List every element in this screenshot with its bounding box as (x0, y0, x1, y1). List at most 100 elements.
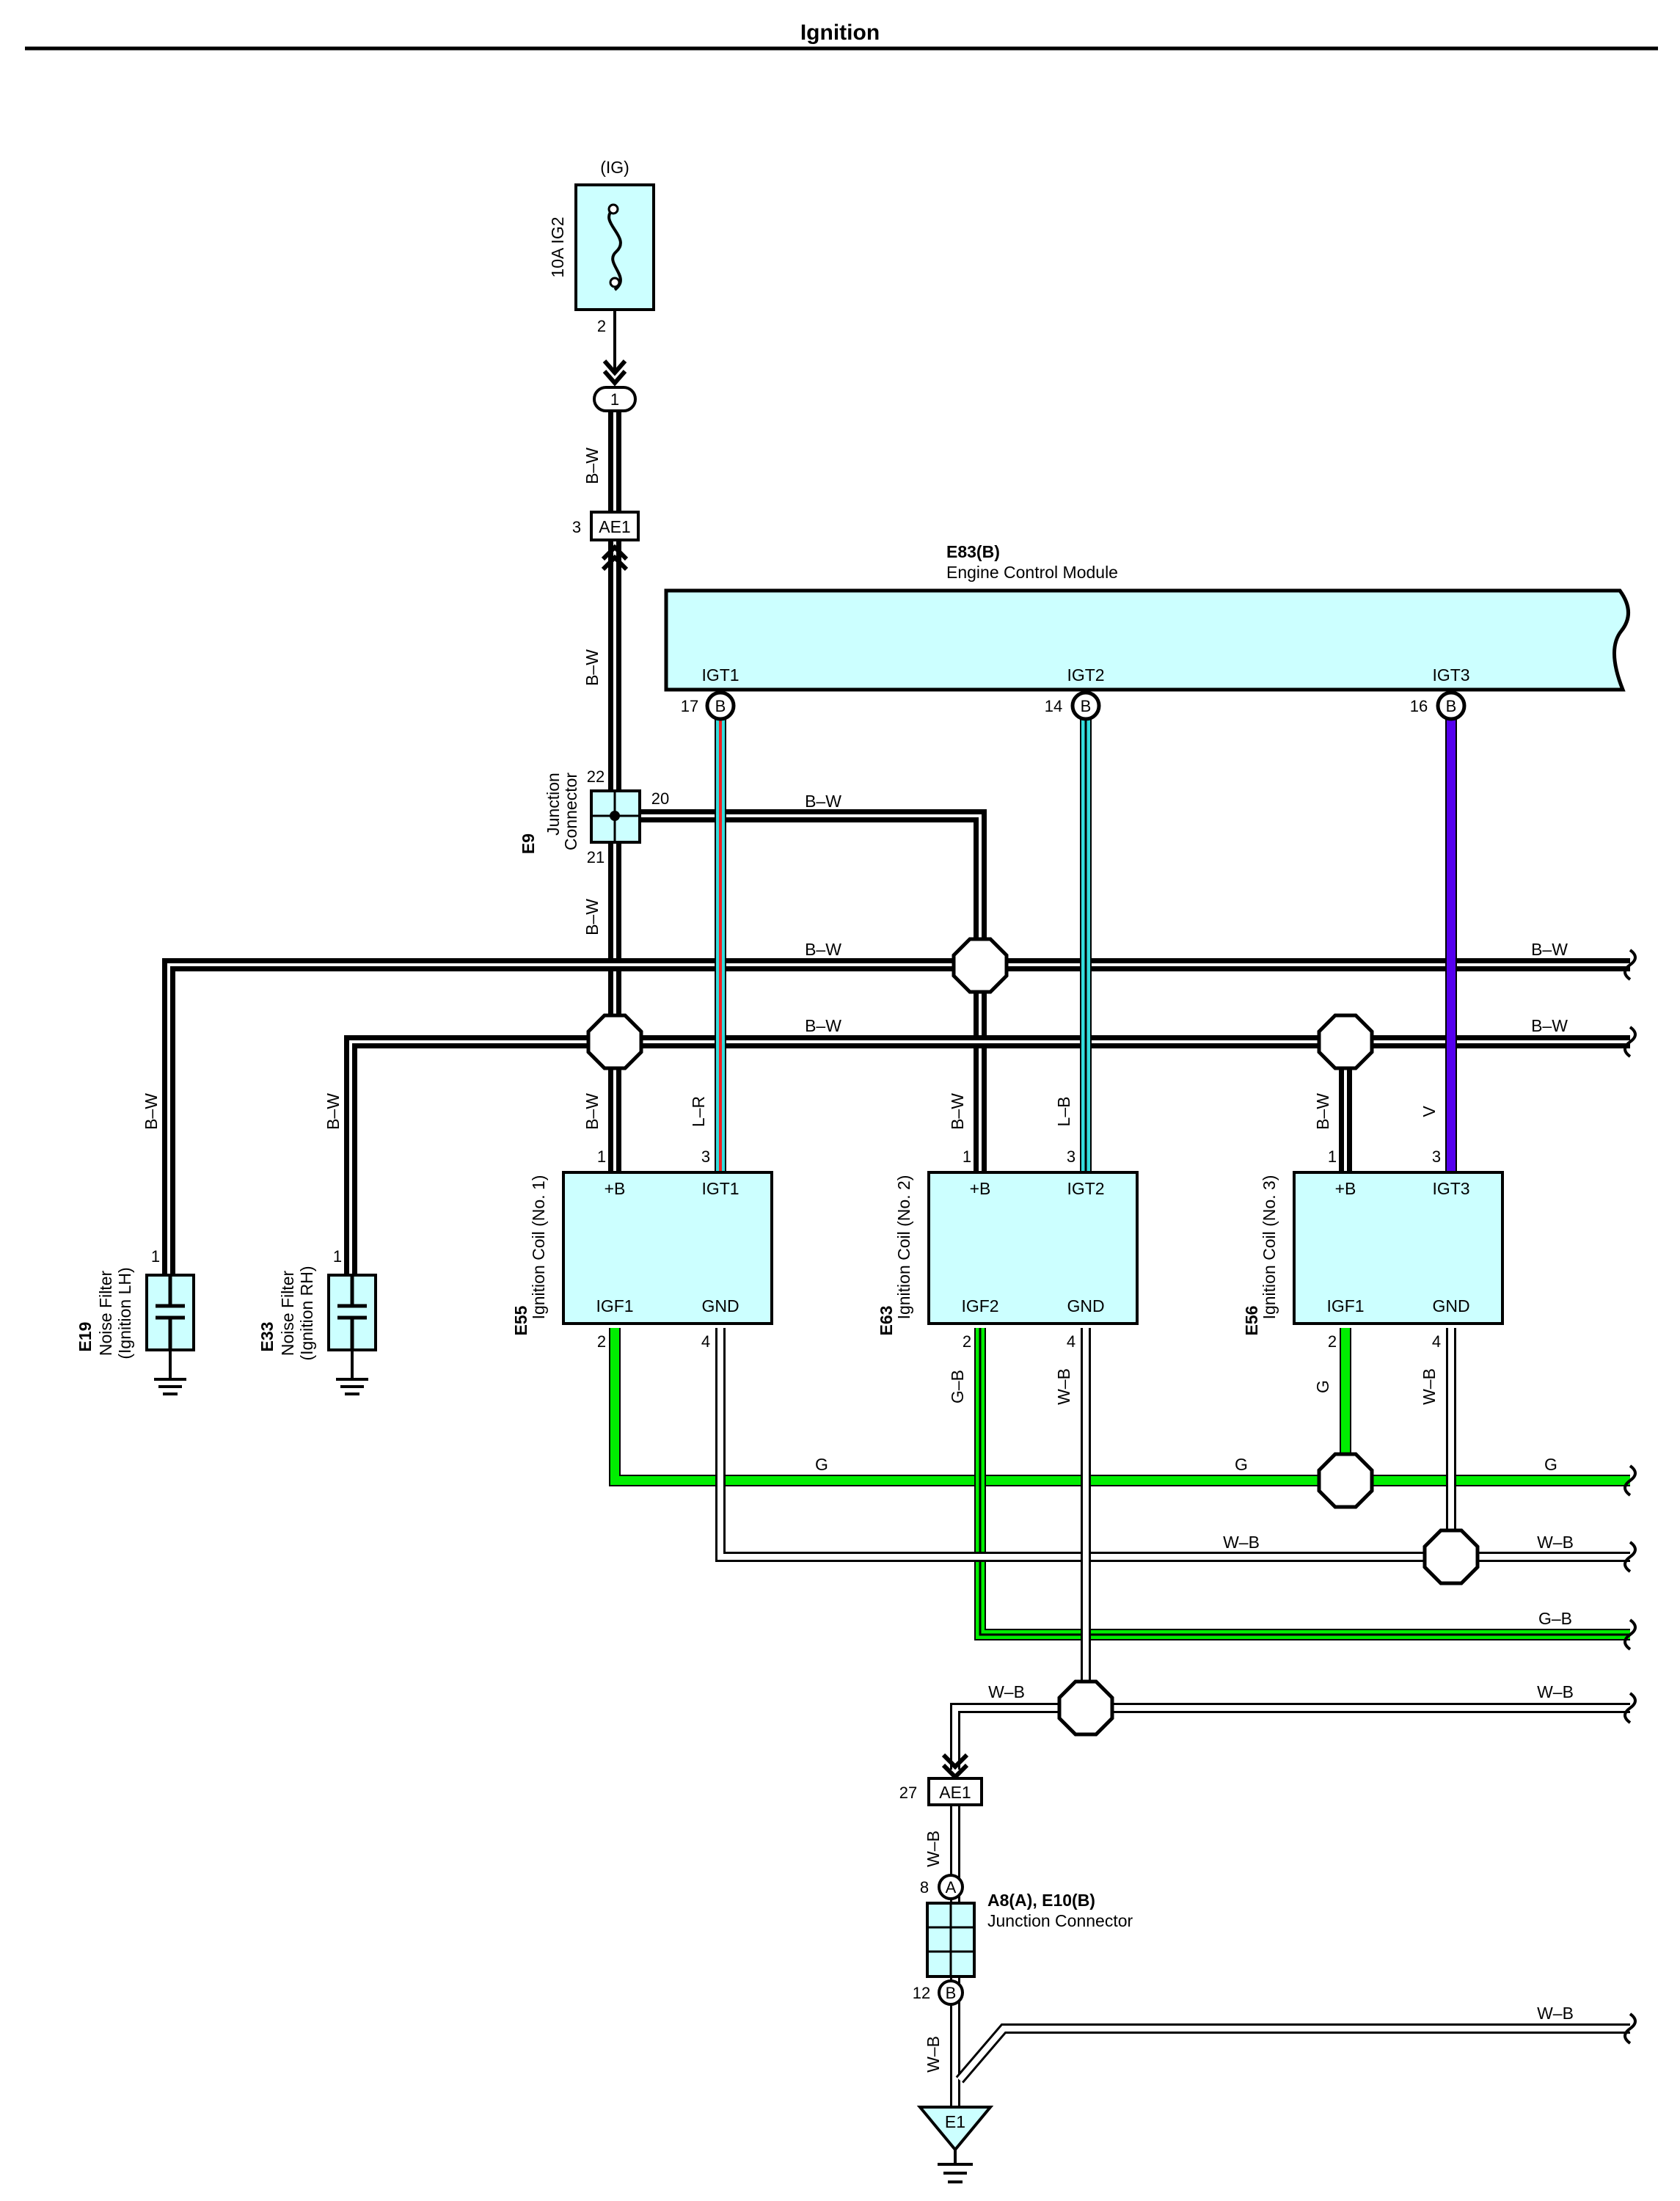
wire-label-wb-3: W–B (988, 1682, 1025, 1701)
splice-wb-lower (1057, 1679, 1114, 1737)
splice-points (586, 937, 1480, 1737)
ecm-pin-letter: B (1081, 697, 1092, 715)
coil-pin-gnd-num: 4 (1067, 1332, 1075, 1351)
wire-label-bw-e9-20: B–W (805, 792, 841, 811)
a8-letter: A (946, 1878, 957, 1897)
connector-ae1-bottom: AE1 27 (899, 1753, 983, 1806)
wire-label-wb-4: W–B (1537, 1682, 1574, 1701)
wire-label-bw-coil3: B–W (1313, 1093, 1332, 1130)
e9-pin-right: 20 (651, 789, 669, 808)
noise-filter-e19: 1 E19 Noise Filter (Ignition LH) (76, 1247, 195, 1395)
wire-label-bw-1: B–W (582, 448, 602, 484)
wire-label-lr: L–R (689, 1096, 708, 1127)
wire-label-wb-7: W–B (1537, 2004, 1574, 2023)
filter-name-line1: Noise Filter (278, 1271, 297, 1357)
coil-igf-label: IGF2 (961, 1296, 998, 1315)
wire-label-gb-right: G–B (1538, 1609, 1572, 1628)
coil-code: E63 (877, 1306, 896, 1336)
ground-icon (154, 1350, 186, 1395)
a8-pin: 8 (920, 1878, 929, 1897)
wire-label-bw-e19: B–W (142, 1093, 161, 1130)
wire-label-g-2: G (1235, 1455, 1248, 1474)
ecm-pin-igt2: IGT2 B 14 (1045, 665, 1105, 721)
connector-a8-e10-junction: A 8 B 12 A8(A), E10(B) Junction Connecto… (913, 1874, 1133, 2006)
ecm-pin-igt1: IGT1 B 17 (681, 665, 739, 721)
ecm-pin-name: IGT1 (701, 665, 739, 685)
coil-igt-label: IGT3 (1432, 1179, 1469, 1198)
wire-bw-bus-lower (344, 1035, 1630, 1275)
coil-name: Ignition Coil (No. 3) (1260, 1175, 1279, 1320)
ae1-bottom-label: AE1 (939, 1783, 971, 1802)
ignition-coil-1: 1 3 +B IGT1 IGF1 GND 2 4 E55 Ignition Co… (511, 1147, 773, 1351)
wire-label-wb-5: W–B (924, 1830, 943, 1867)
connector-ae1-top: AE1 3 (572, 511, 640, 572)
coil-pin-igt-num: 3 (1432, 1147, 1441, 1166)
e9-pin-bottom: 21 (587, 848, 605, 866)
filter-pin: 1 (151, 1247, 160, 1266)
ground-e1: E1 (916, 2106, 994, 2183)
wire-label-bw-coil2: B–W (948, 1093, 967, 1130)
fuse-name: 10A IG2 (548, 216, 567, 277)
a8e10-name: Junction Connector (987, 1911, 1133, 1930)
coil-pin-gnd-num: 4 (1432, 1332, 1441, 1351)
wire-g-bus (609, 1328, 1630, 1486)
coil-plus-label: +B (605, 1179, 626, 1198)
wire-label-bw-upper-bus: B–W (805, 940, 841, 959)
ground-icon (336, 1350, 368, 1395)
coil-pin-igf-num: 2 (1328, 1332, 1337, 1351)
coil-code: E56 (1242, 1306, 1261, 1336)
ecm-pin-igt3: IGT3 B 16 (1410, 665, 1470, 721)
ecm-pin-name: IGT2 (1067, 665, 1104, 685)
ecm-code: E83(B) (946, 542, 1000, 561)
ae1-top-pin: 3 (572, 518, 581, 536)
splice-wb-upper (1422, 1528, 1480, 1585)
wire-breaks (1624, 949, 1637, 2045)
ae1-top-label: AE1 (599, 517, 630, 536)
e10-letter: B (946, 1984, 957, 2002)
fuse-ig2: (IG) 10A IG2 2 (548, 158, 655, 335)
wire-label-bw-upper-bus-right: B–W (1531, 940, 1568, 959)
splice-bw-lower-coil3 (1317, 1013, 1374, 1070)
coil-name: Ignition Coil (No. 2) (894, 1175, 913, 1320)
e9-code: E9 (519, 833, 538, 854)
wire-label-bw-coil1: B–W (582, 1093, 602, 1130)
wire-wb-bus-lower (950, 1703, 1630, 1770)
wire-wb-bus-gnd1 (715, 1328, 1630, 1562)
coil-igf-label: IGF1 (1326, 1296, 1364, 1315)
ecm-pin-letter: B (1446, 697, 1457, 715)
wire-label-wb-6: W–B (924, 2036, 943, 2073)
fuse-top-label: (IG) (600, 158, 629, 177)
ecm-pin-num: 16 (1410, 697, 1428, 715)
coil-pin-igt-num: 3 (1067, 1147, 1075, 1166)
coil-name: Ignition Coil (No. 1) (529, 1175, 548, 1320)
coil-pin-igf-num: 2 (597, 1332, 606, 1351)
capacitor-icon (337, 1275, 367, 1350)
coil-gnd-label: GND (701, 1296, 739, 1315)
wire-bw-bus-upper (162, 958, 1630, 1275)
coil-igt-label: IGT2 (1067, 1179, 1104, 1198)
ecm-pin-num: 17 (681, 697, 698, 715)
e10-pin: 12 (913, 1984, 930, 2002)
filter-name-line2: (Ignition LH) (115, 1267, 134, 1359)
wire-label-wb-vert-coil2: W–B (1054, 1368, 1073, 1405)
wire-label-bw-lower-bus: B–W (805, 1016, 841, 1035)
filter-name-line1: Noise Filter (96, 1271, 115, 1357)
filter-pin: 1 (333, 1247, 342, 1266)
connector-e9-junction: 22 20 21 E9 Junction Connector (519, 767, 669, 866)
ae1-bottom-pin: 27 (899, 1784, 917, 1802)
splice-bw-upper-coil2 (952, 937, 1009, 994)
filter-name-line2: (Ignition RH) (297, 1266, 316, 1360)
filter-code: E19 (76, 1322, 95, 1352)
ground-label: E1 (945, 2112, 965, 2131)
noise-filter-e33: 1 E33 Noise Filter (Ignition RH) (258, 1247, 377, 1395)
wire-label-g-3: G (1544, 1455, 1557, 1474)
connector-1-circle: 1 (593, 359, 637, 412)
wire-label-wb-2: W–B (1537, 1533, 1574, 1552)
wire-gb-coil2 (974, 1328, 1630, 1640)
ecm-pin-name: IGT3 (1432, 665, 1469, 685)
coil-gnd-label: GND (1067, 1296, 1104, 1315)
ignition-coil-2: 1 3 +B IGT2 IGF2 GND 2 4 E63 Ignition Co… (877, 1147, 1139, 1351)
coil-pin-plus-num: 1 (1328, 1147, 1337, 1166)
wire-label-bw-lower-bus-right: B–W (1531, 1016, 1568, 1035)
